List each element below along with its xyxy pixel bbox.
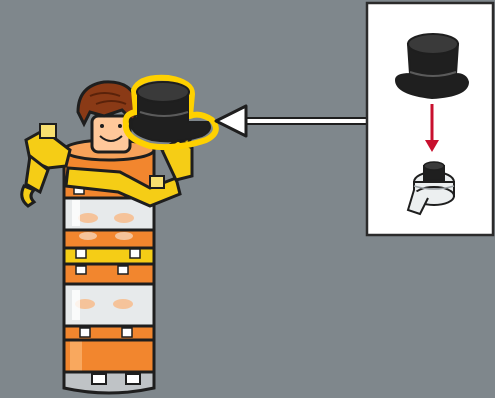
top-hat-icon	[126, 78, 216, 147]
callout-panel	[367, 3, 493, 235]
callout-arrow	[216, 106, 368, 136]
